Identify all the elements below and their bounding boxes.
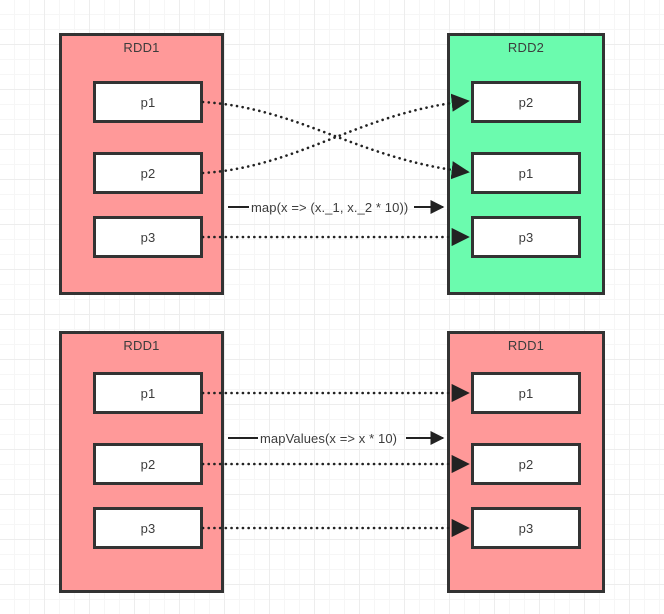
partition-box: p1	[93, 372, 203, 414]
partition-box: p2	[93, 443, 203, 485]
operation-label-mapvalues: mapValues(x => x * 10)	[260, 431, 398, 446]
edge-p1-to-p1	[201, 100, 470, 180]
partition-box: p1	[93, 81, 203, 123]
partition-box: p1	[471, 372, 581, 414]
rdd-title: RDD2	[507, 40, 545, 55]
partition-box: p3	[471, 216, 581, 258]
operation-label-map: map(x => (x._1, x._2 * 10))	[251, 200, 409, 215]
partition-box: p2	[471, 81, 581, 123]
partition-box: p1	[471, 152, 581, 194]
edge-p2-to-p2	[201, 93, 470, 175]
partition-box: p2	[93, 152, 203, 194]
partition-box: p2	[471, 443, 581, 485]
partition-box: p3	[471, 507, 581, 549]
partition-box: p3	[93, 216, 203, 258]
partition-box: p3	[93, 507, 203, 549]
rdd-title: RDD1	[123, 40, 160, 55]
rdd-title: RDD1	[123, 338, 160, 353]
rdd-title: RDD1	[507, 338, 545, 353]
